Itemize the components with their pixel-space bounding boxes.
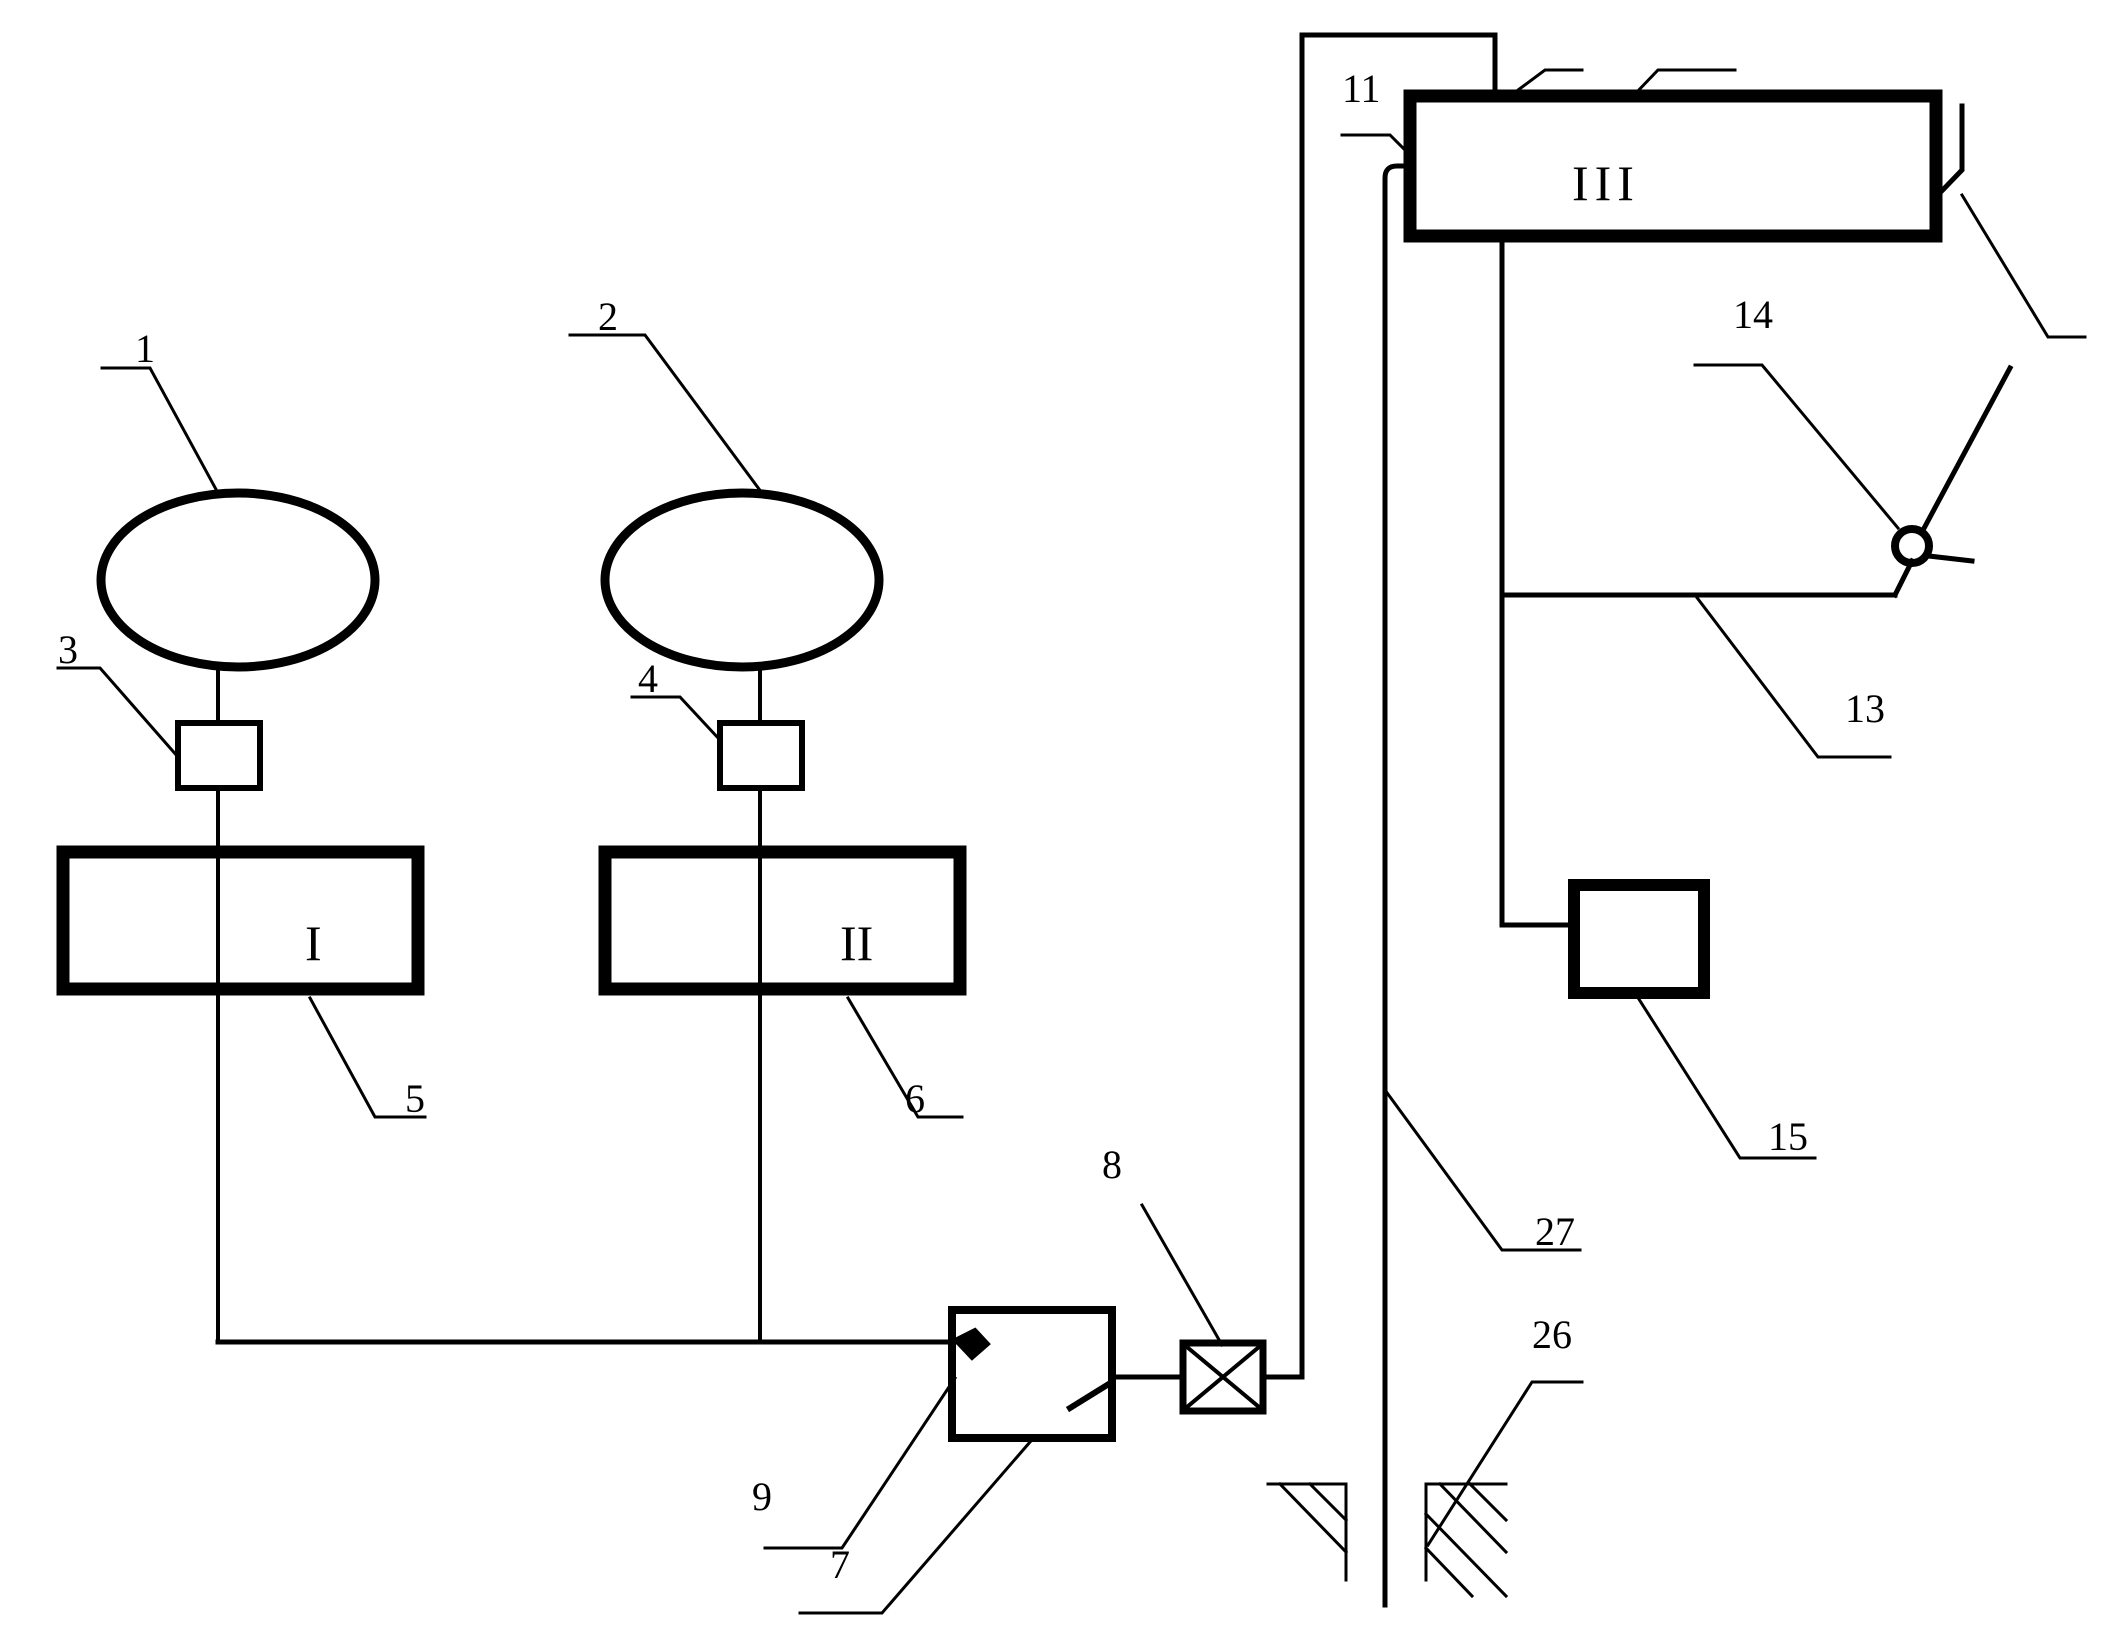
box-7	[948, 1306, 1116, 1442]
leader-lines	[56, 68, 2087, 1615]
valve-14-stem	[1918, 364, 2014, 536]
unit-I-box	[56, 845, 425, 996]
label-26: 26	[1532, 1312, 1572, 1357]
unit-III-box	[1403, 89, 1943, 243]
ground-hatch-right	[1423, 1481, 1509, 1599]
unit-III-label: III	[1572, 155, 1640, 211]
label-2: 2	[598, 294, 618, 339]
unit-II-label: II	[840, 915, 873, 971]
label-11: 11	[1342, 66, 1381, 111]
casing-27	[1382, 163, 1413, 1608]
box-15	[1568, 879, 1710, 999]
internal-lever-7	[1065, 1377, 1117, 1413]
label-14: 14	[1733, 292, 1773, 337]
label-13: 13	[1845, 686, 1885, 731]
label-3: 3	[58, 627, 78, 672]
label-4: 4	[638, 656, 658, 701]
label-7: 7	[830, 1542, 850, 1587]
ground-hatch-left	[1266, 1481, 1349, 1582]
ellipse-1	[96, 488, 380, 672]
label-15: 15	[1768, 1114, 1808, 1159]
block-4	[717, 720, 805, 791]
block-3	[175, 720, 263, 791]
label-6: 6	[905, 1076, 925, 1121]
unit-I-label: I	[305, 915, 322, 971]
outlet-pipe-right	[1932, 103, 1965, 201]
ellipse-2	[600, 488, 884, 672]
label-5: 5	[405, 1076, 425, 1121]
label-9: 9	[752, 1474, 772, 1519]
label-1: 1	[135, 326, 155, 371]
inlet-element-9	[951, 1327, 991, 1361]
unit-II-box	[598, 845, 967, 996]
label-27: 27	[1535, 1209, 1575, 1254]
valve-14-outlet	[1926, 553, 1975, 564]
label-8: 8	[1102, 1142, 1122, 1187]
valve-14	[1891, 525, 1933, 567]
valve-8-cross-b	[1184, 1344, 1262, 1410]
